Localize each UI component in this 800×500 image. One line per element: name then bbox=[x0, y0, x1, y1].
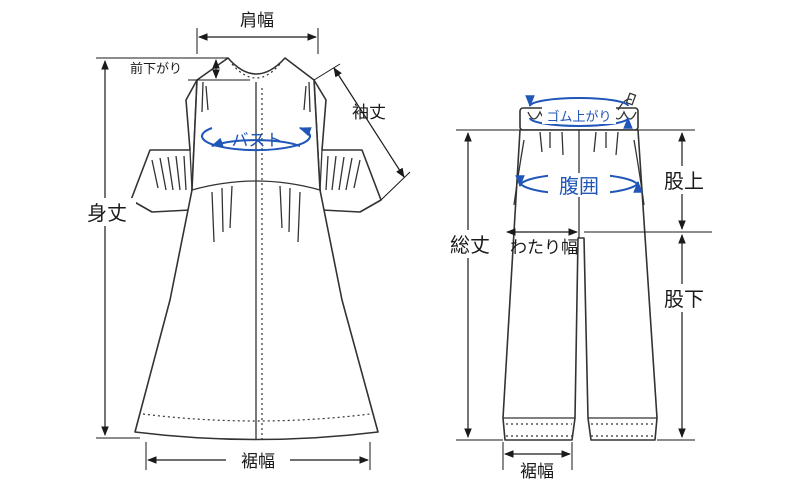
shoulder-width-dimension: 肩幅 bbox=[196, 11, 319, 54]
waist-stretch-label: ゴム上がり bbox=[546, 109, 611, 125]
waist-stretch-dimension: ゴム上がり bbox=[525, 95, 633, 129]
hip-label: 腹囲 bbox=[559, 174, 599, 198]
pants-illustration bbox=[502, 92, 658, 441]
dress-hem-width-dimension: 裾幅 bbox=[145, 442, 371, 472]
rise-label: 股上 bbox=[664, 169, 704, 193]
pants-hem-width-dimension: 裾幅 bbox=[502, 442, 573, 482]
rise-dimension: 股上 bbox=[584, 129, 712, 233]
bust-label: バスト bbox=[232, 131, 283, 151]
body-length-label: 身丈 bbox=[87, 201, 127, 225]
dress-hem-width-label: 裾幅 bbox=[241, 452, 275, 472]
bust-dimension: バスト bbox=[201, 127, 312, 152]
sleeve-length-label: 袖丈 bbox=[352, 103, 386, 123]
dress-right-sleeve bbox=[313, 79, 382, 213]
inseam-label: 股下 bbox=[664, 287, 704, 311]
dress-illustration bbox=[130, 57, 382, 441]
shoulder-width-label: 肩幅 bbox=[240, 11, 274, 31]
total-length-label: 総丈 bbox=[450, 233, 490, 257]
thigh-width-label: わたり幅 bbox=[510, 238, 578, 258]
dress-left-sleeve bbox=[130, 79, 198, 213]
pants-hem-width-label: 裾幅 bbox=[520, 462, 554, 482]
body-length-dimension: 身丈 bbox=[78, 57, 228, 439]
thigh-width-dimension: わたり幅 bbox=[506, 228, 578, 258]
hip-dimension: 腹囲 bbox=[515, 173, 643, 198]
front-drop-label: 前下がり bbox=[130, 61, 182, 77]
total-length-dimension: 総丈 bbox=[442, 129, 520, 441]
inseam-dimension: 股下 bbox=[656, 234, 712, 441]
sleeve-length-dimension: 袖丈 bbox=[313, 63, 411, 201]
